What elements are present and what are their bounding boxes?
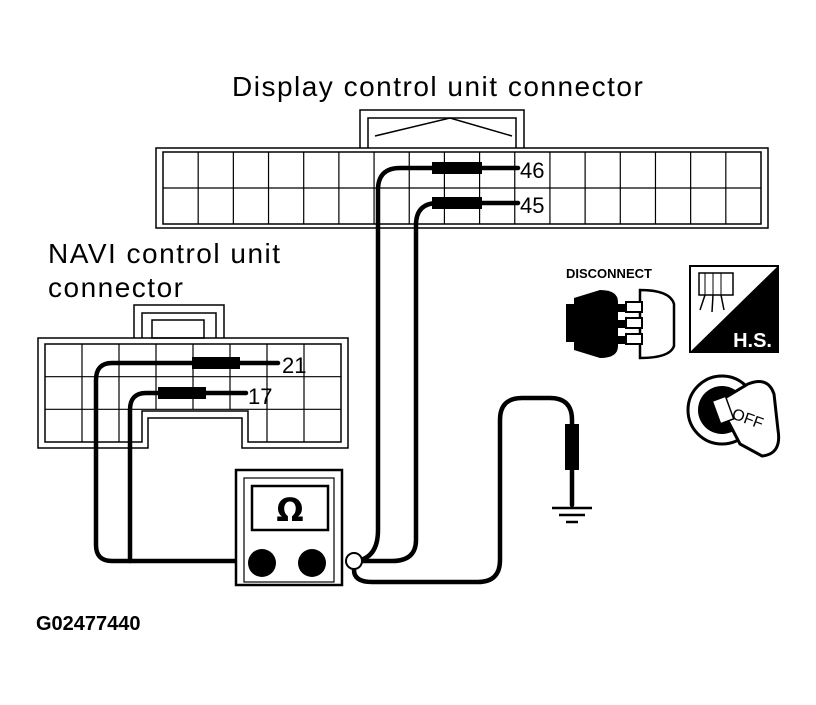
harness-side-icon: H.S. — [689, 265, 779, 353]
svg-text:DISCONNECT: DISCONNECT — [566, 266, 652, 281]
ignition-off-icon: OFF — [686, 374, 781, 458]
lead-junction — [345, 552, 363, 570]
ohm-symbol: Ω — [276, 491, 303, 529]
meter-display — [250, 484, 330, 532]
test-leads — [93, 165, 575, 585]
svg-text:H.S.: H.S. — [733, 330, 772, 352]
pin-label-46: 46 — [520, 158, 544, 183]
ground-icon — [552, 506, 592, 524]
probe-navi-21 — [192, 357, 240, 369]
disconnect-icon: DISCONNECT — [566, 266, 676, 360]
display-connector-label: Display control unit connector — [232, 71, 644, 102]
probe-navi-17 — [158, 387, 206, 399]
ohmmeter: Ω — [234, 468, 344, 587]
navi-connector — [37, 304, 349, 449]
pin-label-17: 17 — [248, 384, 272, 409]
meter-terminal-left — [248, 549, 276, 577]
probe-display-45 — [432, 197, 482, 209]
probe-display-46 — [432, 162, 482, 174]
probe-ground — [565, 424, 579, 470]
pin-label-21: 21 — [282, 353, 306, 378]
probe-tips — [158, 162, 579, 505]
navi-connector-label-line2: connector — [48, 272, 184, 303]
pin-label-45: 45 — [520, 193, 544, 218]
meter-terminal-right — [298, 549, 326, 577]
figure-id: G02477440 — [36, 613, 141, 635]
navi-connector-label-line1: NAVI control unit — [48, 238, 282, 269]
